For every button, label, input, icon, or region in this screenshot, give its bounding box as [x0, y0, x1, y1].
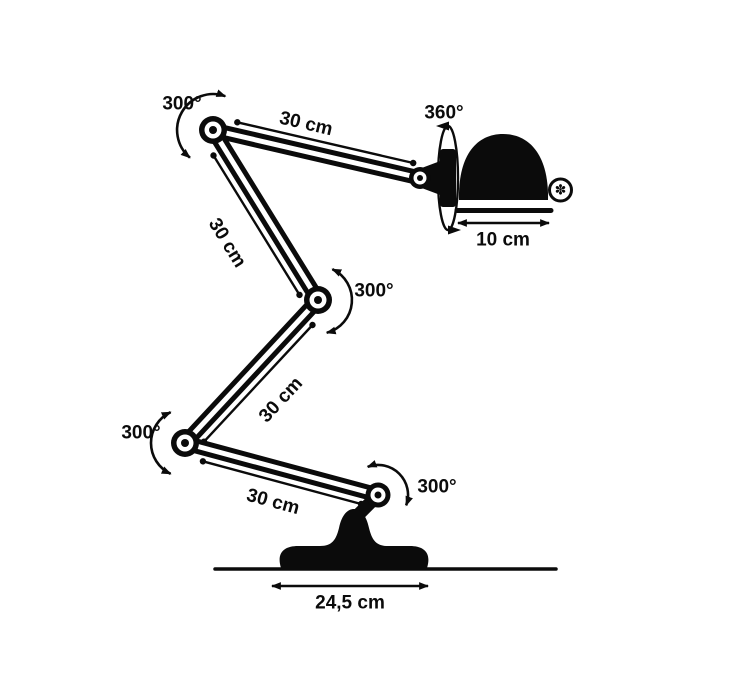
label-length-shade: 10 cm — [476, 230, 530, 251]
arm-upper — [205, 122, 326, 308]
shade-mount — [440, 149, 456, 207]
rotation-arrow-lower — [149, 411, 172, 475]
label-length-arm-lower: 30 cm — [255, 373, 307, 427]
joint-lower — [171, 429, 199, 457]
head-rotation-arrowhead-bottom — [448, 225, 461, 235]
label-length-arm-upper: 30 cm — [204, 215, 250, 272]
shade-dome — [458, 134, 549, 200]
dimension-line-arm-lower — [200, 321, 316, 445]
label-rotation-middle: 300° — [354, 281, 393, 302]
dimension-line-arm-bottom — [199, 458, 365, 508]
joint-base — [365, 482, 391, 508]
label-length-arm-top: 30 cm — [277, 108, 334, 141]
arm-lower — [177, 292, 326, 451]
label-length-arm-bottom: 30 cm — [244, 485, 301, 519]
flower-logo-badge — [548, 177, 573, 203]
label-rotation-head: 360° — [424, 103, 463, 124]
flower-logo-icon: ✽ — [555, 183, 567, 199]
dimension-line-arm-upper — [210, 152, 303, 299]
base-plate — [279, 509, 429, 568]
label-rotation-lower: 300° — [121, 423, 160, 444]
joint-middle — [304, 286, 332, 314]
dimension-line-arm-top — [234, 119, 417, 167]
label-length-base: 24,5 cm — [315, 593, 385, 614]
rotation-arrow-base — [366, 460, 413, 507]
joint-shoulder — [199, 116, 227, 144]
label-rotation-base: 300° — [417, 477, 456, 498]
rotation-arrow-middle — [325, 268, 354, 335]
joint-head-elbow — [409, 167, 431, 189]
arm-bottom — [177, 435, 386, 503]
head-rotation-arrowhead-top — [436, 121, 449, 131]
lamp-head: ✽ — [419, 134, 573, 213]
arm-top — [205, 122, 428, 186]
rotation-arrow-shoulder — [175, 89, 227, 159]
label-rotation-shoulder: 300° — [162, 94, 201, 115]
